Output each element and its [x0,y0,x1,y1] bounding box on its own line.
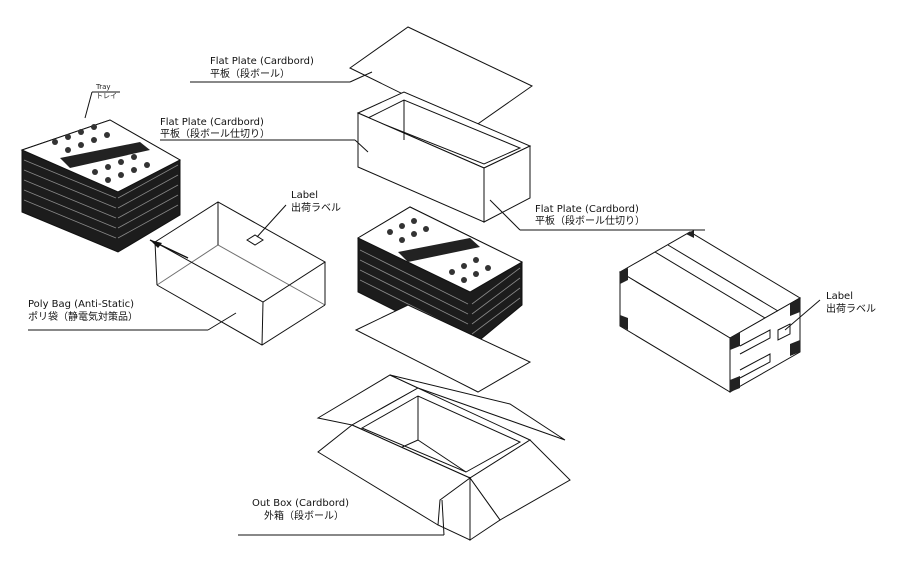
divider-sleeve [356,91,532,223]
poly-bag-label-en: Poly Bag (Anti-Static) [28,299,134,310]
label-box-jp: 出荷ラベル [826,302,876,315]
flat-plate-bottom [354,304,532,393]
out-box [316,374,571,541]
label-bag-leader [256,204,287,238]
flat-plate-div2-label-en: Flat Plate (Cardbord) [535,204,639,215]
tray-label-jp: トレイ [96,92,117,100]
flat-plate-div2-label-jp: 平板（段ボール仕切り） [535,214,645,227]
flat-plate-top-label-en: Flat Plate (Cardbord) [210,56,314,67]
tray-label-en: Tray [95,83,111,91]
tray-stack-center [356,206,524,349]
out-box-leader [441,499,445,536]
flat-plate-div-label-jp: 平板（段ボール仕切り） [160,127,270,140]
label-bag-jp: 出荷ラベル [291,201,341,214]
flat-plate-div-leader [354,139,369,153]
flat-plate-div2-leader [489,199,521,231]
tray-stack-left [20,91,182,253]
poly-bag [149,201,326,346]
label-box-en: Label [826,291,853,302]
flat-plate-top-leader [349,71,373,83]
label-bag-en: Label [291,190,318,201]
poly-bag-label-jp: ポリ袋（静電気対策品） [28,310,138,323]
out-box-label-en: Out Box (Cardbord) [252,498,349,509]
flat-plate-div-label-en: Flat Plate (Cardbord) [160,117,264,128]
flat-plate-top-label-jp: 平板（段ボール） [210,67,290,80]
out-box-label-jp: 外箱（段ボール） [264,509,344,522]
label-box-leader [784,299,821,331]
closed-box [619,230,801,393]
poly-bag-leader [207,312,237,331]
